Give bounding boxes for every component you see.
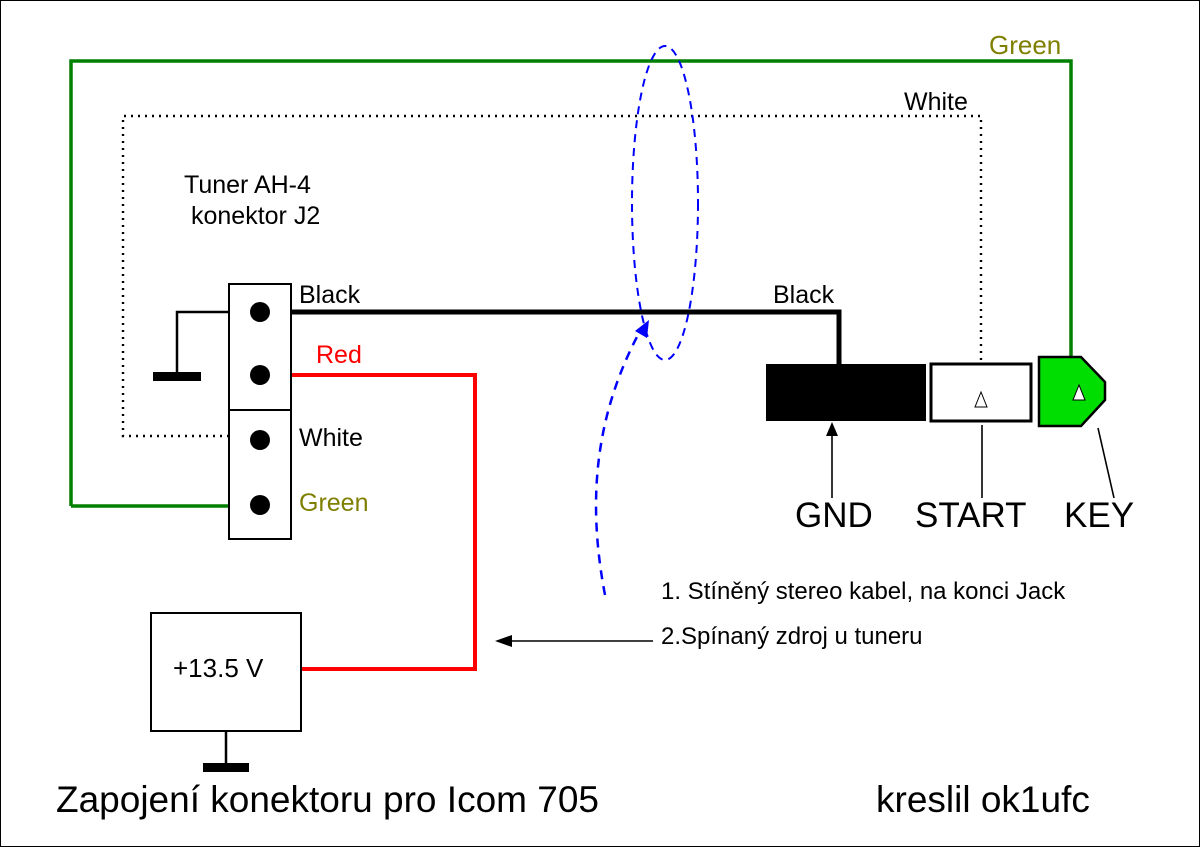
tuner-connector-box-top bbox=[228, 283, 292, 411]
tuner-connector-box-bottom bbox=[228, 409, 292, 540]
key-callout-line bbox=[1097, 427, 1115, 499]
green-wire-label-top: Green bbox=[989, 30, 1062, 60]
tuner-title-line2: konektor J2 bbox=[191, 202, 321, 230]
pin-black-dot bbox=[250, 302, 270, 322]
pin-red-dot bbox=[250, 365, 270, 385]
author-credit: kreslil ok1ufc bbox=[876, 779, 1090, 820]
key-label: KEY bbox=[1064, 496, 1135, 535]
black-wire bbox=[291, 309, 842, 364]
key-indicator-arrow-icon bbox=[1072, 383, 1086, 401]
jack-start-ring bbox=[929, 362, 1033, 423]
jack-key-tip bbox=[1037, 355, 1107, 428]
diagram-title: Zapojení konektoru pro Icom 705 bbox=[56, 779, 599, 820]
gnd-callout-arrowhead bbox=[826, 422, 838, 436]
cable-annotation-arrowhead bbox=[635, 320, 649, 338]
psu-voltage-label: +13.5 V bbox=[173, 653, 264, 683]
pin-label-green: Green bbox=[299, 489, 369, 517]
white-wire-label-top: White bbox=[904, 88, 968, 116]
psu-note-arrowhead bbox=[495, 635, 512, 647]
black-wire-label-right: Black bbox=[773, 281, 835, 309]
pin-green-dot bbox=[250, 495, 270, 515]
psu-ground-bar bbox=[203, 763, 249, 772]
green-wire bbox=[69, 59, 1073, 506]
red-wire bbox=[291, 373, 477, 671]
tuner-ground-lead bbox=[175, 310, 229, 372]
tuner-title-line1: Tuner AH-4 bbox=[184, 171, 311, 199]
cable-highlight-ellipse bbox=[631, 45, 699, 361]
cable-annotation-curve bbox=[594, 332, 641, 596]
note-2: 2.Spínaný zdroj u tuneru bbox=[661, 623, 923, 650]
note-1: 1. Stíněný stereo kabel, na konci Jack bbox=[661, 578, 1066, 605]
tuner-ground-bar bbox=[153, 372, 201, 381]
start-indicator-arrow-icon bbox=[974, 390, 988, 408]
white-wire-dotted bbox=[121, 114, 983, 438]
jack-gnd-sleeve bbox=[766, 364, 926, 421]
pin-label-black: Black bbox=[299, 281, 361, 309]
start-label: START bbox=[915, 496, 1027, 535]
gnd-label: GND bbox=[795, 496, 873, 535]
pin-label-red: Red bbox=[316, 341, 362, 369]
pin-white-dot bbox=[250, 430, 270, 450]
psu-box bbox=[150, 612, 302, 732]
pin-label-white: White bbox=[299, 424, 363, 452]
